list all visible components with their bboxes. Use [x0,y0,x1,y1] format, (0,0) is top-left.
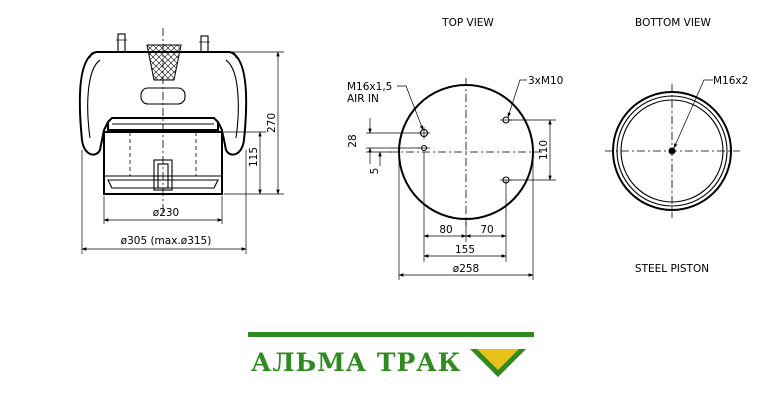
dim-258-label: ø258 [453,263,479,275]
center-thread-hole [668,147,676,155]
stud-left [117,33,126,53]
bottom-thread-label: M16x2 [713,75,748,87]
dim-5-label: 5 [369,168,381,175]
dim-155-label: 155 [455,244,475,256]
dim-230-label: ø230 [153,207,179,219]
air-inlet [146,44,182,81]
air-in-thread-label: M16x1,5 [347,81,392,93]
bottom-view: BOTTOM VIEW M16x2 STEEL PISTON [605,17,748,275]
logo-bar [248,332,534,337]
bolts-label: 3xM10 [528,75,563,87]
air-in-label: AIR IN [347,93,379,105]
piston-body [103,131,223,195]
piston-cap [107,117,219,131]
dim-270-label: 270 [266,113,278,133]
dim-305-label: ø305 (max.ø315) [121,235,212,247]
side-view: 270 115 ø230 ø305 (max.ø315) [78,28,284,254]
chevron-check-icon [470,349,526,377]
top-view: TOP VIEW M16x1,5 AIR IN 3xM10 28 5 110 [347,17,563,280]
top-view-title: TOP VIEW [441,17,494,29]
dim-28-label: 28 [347,134,359,147]
dim-80-label: 80 [439,224,452,236]
bellow-left [78,51,109,156]
bellow-right [217,51,248,156]
steel-piston-label: STEEL PISTON [635,263,709,275]
dim-115-label: 115 [248,147,260,167]
dim-70-label: 70 [480,224,493,236]
dim-110-label: 110 [538,140,550,160]
piston-bolt [153,159,173,191]
stud-right [200,35,209,53]
inner-slot [140,87,186,105]
brand-name: АЛЬМА ТРАК [251,348,462,377]
bottom-view-title: BOTTOM VIEW [635,17,712,29]
